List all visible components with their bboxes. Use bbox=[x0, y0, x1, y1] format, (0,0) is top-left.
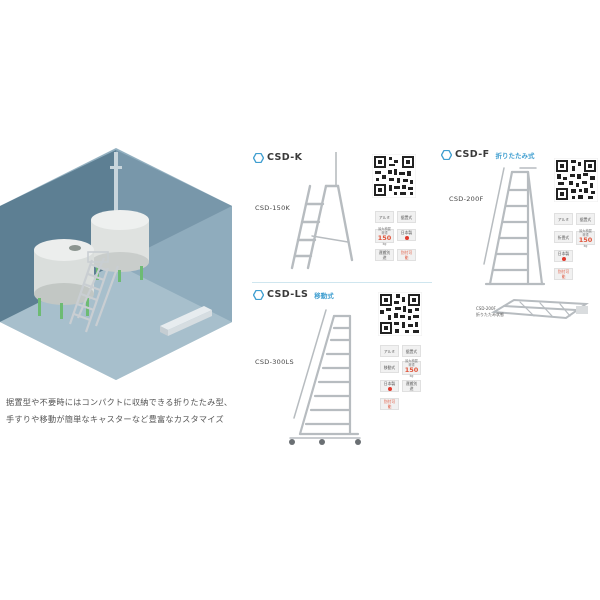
csd-ls-model: CSD-300LS bbox=[255, 358, 294, 366]
csd-ls-qr-code[interactable] bbox=[378, 292, 422, 336]
csd-f-qr-code[interactable] bbox=[554, 158, 598, 202]
csd-ls-feature-type: 据置式 bbox=[402, 345, 421, 357]
csd-f-feature-option: 別付可能 bbox=[554, 268, 573, 280]
csd-k-feature-material: アルミ bbox=[375, 211, 394, 223]
caster-wheel-icon bbox=[289, 439, 295, 445]
csd-f-feature-material: アルミ bbox=[554, 213, 573, 225]
csd-k-feature-made-in-japan: 日本製 bbox=[397, 229, 416, 241]
csd-f-name: CSD-F bbox=[455, 149, 490, 160]
japan-flag-icon bbox=[561, 256, 566, 261]
csd-ls-feature-load: 最大積載荷重 150kg bbox=[402, 359, 421, 378]
csd-ls-header: CSD-LS 移動式 bbox=[253, 289, 334, 300]
csd-ls-feature-made-in-japan: 日本製 bbox=[380, 380, 399, 392]
csd-k-feature-option: 別付可能 bbox=[397, 249, 416, 261]
csd-f-header: CSD-F 折りたたみ式 bbox=[441, 149, 535, 160]
csd-f-model: CSD-200F bbox=[449, 195, 484, 203]
csd-f-folded-caption: 折りたたみ状態 bbox=[476, 312, 504, 317]
scene-title: 高所作業 bbox=[6, 369, 47, 379]
description-line-2: 手すりや移動が簡単なキャスターなど豊富なカスタマイズ bbox=[6, 414, 224, 424]
csd-k-feature-delivery: 運搬別途 bbox=[375, 249, 394, 261]
csd-k-feature-type: 据置式 bbox=[397, 211, 416, 223]
csd-ls-feature-delivery: 運搬別途 bbox=[402, 380, 421, 392]
csd-f-feature-made-in-japan: 日本製 bbox=[554, 250, 573, 262]
csd-f-feature-load: 最大積載荷重 150kg bbox=[576, 229, 595, 248]
description-line-1: 据置型や不要時にはコンパクトに収納できる折りたたみ型、 bbox=[6, 397, 233, 407]
csd-k-feature-load: 最大積載荷重 150kg bbox=[375, 227, 394, 246]
csd-k-model: CSD-150K bbox=[255, 204, 291, 212]
hexagon-icon bbox=[253, 289, 264, 300]
csd-k-name: CSD-K bbox=[267, 152, 303, 163]
csd-f-folded-image bbox=[490, 298, 589, 320]
csd-ls-ladder-image bbox=[289, 309, 361, 445]
csd-f-feature-folding: 折畳式 bbox=[554, 231, 573, 243]
csd-k-header: CSD-K bbox=[253, 152, 302, 163]
csd-f-ladder-image bbox=[483, 167, 546, 286]
panel-divider bbox=[252, 282, 432, 283]
control-panel-box bbox=[160, 306, 212, 336]
csd-ls-feature-mobile: 移動式 bbox=[380, 361, 399, 373]
csd-f-folded-model: CSD-200F bbox=[476, 306, 496, 311]
csd-ls-feature-material: アルミ bbox=[380, 345, 399, 357]
csd-ls-feature-option: 別付可能 bbox=[380, 398, 399, 410]
hexagon-icon bbox=[441, 149, 452, 160]
csd-ls-name: CSD-LS bbox=[267, 289, 309, 300]
left-wall bbox=[0, 150, 116, 322]
hexagon-icon bbox=[253, 152, 264, 163]
japan-flag-icon bbox=[404, 235, 409, 240]
corner-pipe bbox=[114, 152, 118, 264]
scene-caption-label: 使用例 bbox=[190, 358, 209, 365]
csd-f-feature-type: 据置式 bbox=[576, 213, 595, 225]
csd-k-qr-code[interactable] bbox=[372, 154, 416, 198]
japan-flag-icon bbox=[387, 386, 392, 391]
scene-caption-model: CSD-200F bbox=[182, 366, 221, 374]
csd-f-tag: 折りたたみ式 bbox=[495, 151, 535, 160]
csd-k-ladder-image bbox=[290, 152, 354, 270]
isometric-room-illustration bbox=[0, 148, 232, 380]
access-ladder bbox=[68, 251, 120, 333]
water-tank-front bbox=[34, 239, 94, 319]
csd-ls-tag: 移動式 bbox=[314, 291, 334, 300]
